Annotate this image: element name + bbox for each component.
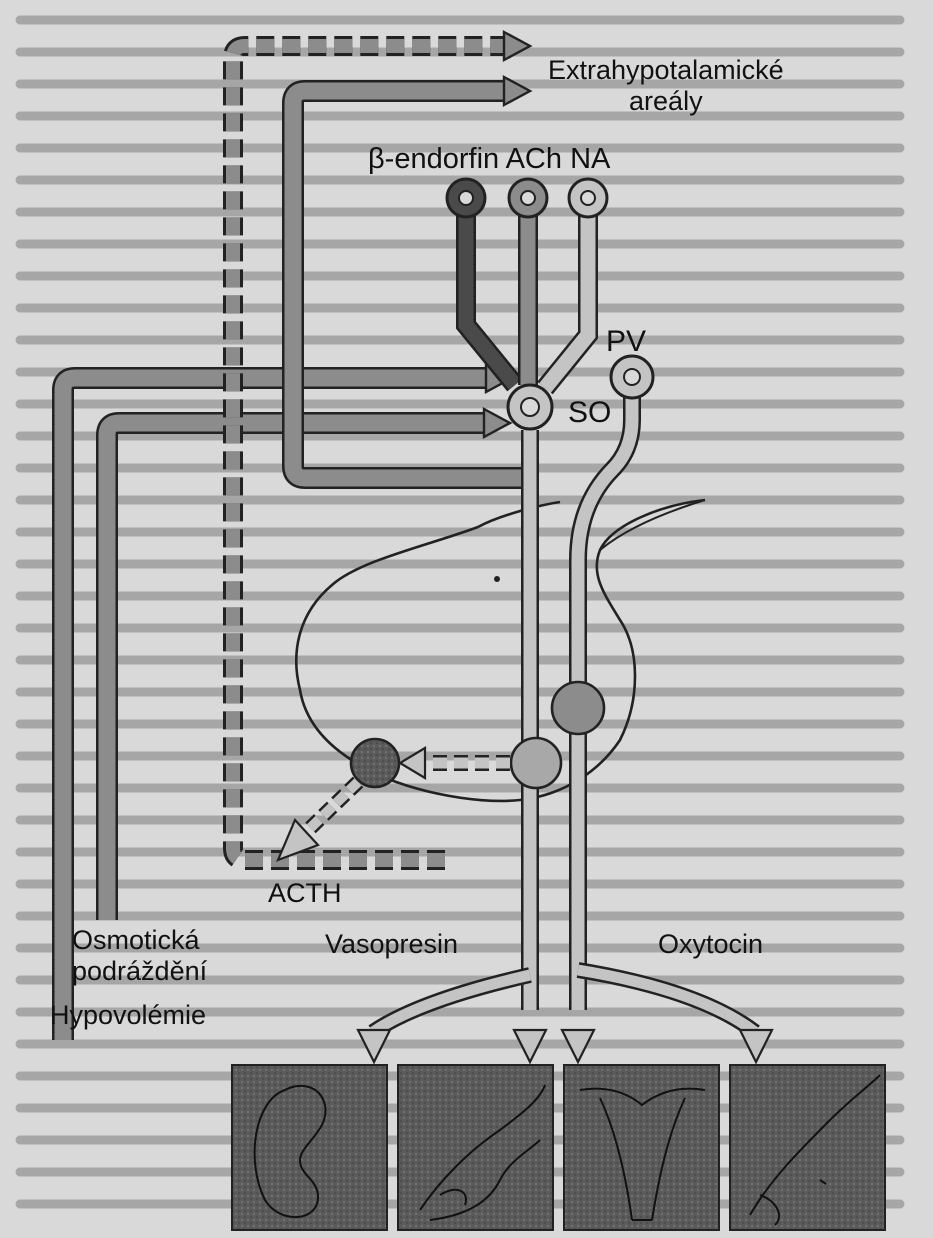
target-organ-uterus bbox=[564, 1065, 719, 1230]
target-organ-kidney bbox=[232, 1065, 387, 1230]
pituitary-stalk-outline bbox=[600, 500, 705, 550]
osmotic-label: Osmotická podráždění bbox=[72, 925, 207, 987]
pv-axon-swelling bbox=[552, 682, 604, 734]
extrahypothalamic-label-line2: areály bbox=[548, 86, 784, 117]
corticotroph-cell bbox=[351, 739, 399, 787]
osmotic-label-line2: podráždění bbox=[72, 956, 207, 987]
extrahypothalamic-label: Extrahypotalamické areály bbox=[548, 55, 784, 117]
so-axon-swelling bbox=[511, 738, 561, 788]
target-organ-vessel bbox=[398, 1065, 553, 1230]
modulators-label: β-endorfin ACh NA bbox=[368, 143, 610, 176]
hypovolemia-label: Hypovolémie bbox=[50, 1000, 206, 1031]
pv-label: PV bbox=[606, 325, 646, 360]
hypothalamus-outline-upper bbox=[478, 502, 560, 527]
oxytocin-label: Oxytocin bbox=[658, 929, 763, 960]
osmotic-label-line1: Osmotická bbox=[72, 925, 207, 956]
hypothalamus-dot bbox=[494, 576, 500, 582]
vasopressin-label: Vasopresin bbox=[325, 929, 458, 960]
so-label: SO bbox=[568, 396, 611, 431]
extrahypothalamic-label-line1: Extrahypotalamické bbox=[548, 55, 784, 86]
target-organ-breast bbox=[730, 1065, 885, 1230]
acth-label: ACTH bbox=[268, 878, 342, 909]
